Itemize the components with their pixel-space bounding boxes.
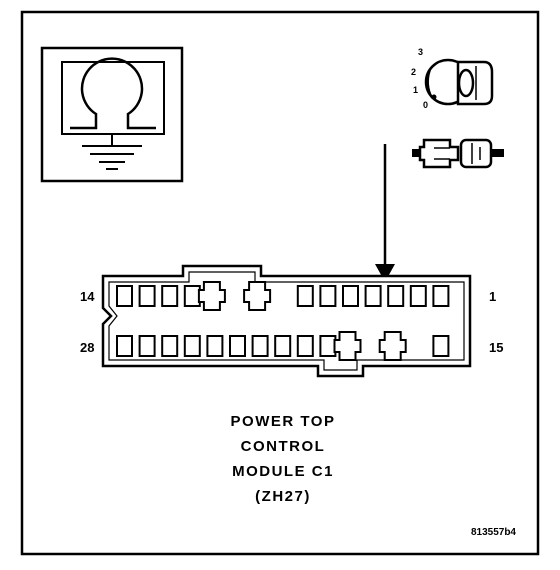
caption-line-4: (ZH27)	[255, 488, 311, 505]
pin-cavity	[183, 285, 201, 307]
pin-cavity	[432, 285, 450, 307]
pin-cavity	[116, 335, 133, 357]
pin-cavity	[296, 335, 314, 357]
key-position-2: 2	[411, 67, 416, 77]
pin-cavity	[364, 285, 382, 307]
pin-cavity	[161, 335, 179, 357]
pin-cavity	[387, 285, 405, 307]
caption-line-2: CONTROL	[241, 438, 326, 455]
pin-label-top-right: 1	[489, 289, 496, 304]
connector-key-cavity	[333, 331, 362, 361]
pin-cavity	[183, 335, 201, 357]
key-position-1: 1	[413, 85, 418, 95]
pin-cavity	[161, 285, 179, 307]
connector-key-cavity	[197, 281, 226, 311]
pin-label-bottom-right: 15	[489, 340, 503, 355]
pin-label-top-left: 14	[80, 289, 95, 304]
pin-cavity	[319, 335, 337, 357]
meter-ground-icon	[40, 46, 184, 183]
pin-cavity	[342, 285, 359, 307]
pin-cavity	[229, 335, 246, 357]
pin-cavity	[251, 335, 269, 357]
disconnected-connector-icon	[412, 138, 504, 169]
pin-label-bottom-left: 28	[80, 340, 94, 355]
diagram-frame	[20, 10, 540, 556]
pin-cavity	[296, 285, 314, 307]
caption-line-1: POWER TOP	[231, 413, 336, 430]
caption-line-3: MODULE C1	[232, 463, 334, 480]
connector-pins	[116, 281, 450, 361]
key-position-3: 3	[418, 47, 423, 57]
pin-cavity	[206, 335, 224, 357]
figure-id: 813557b4	[471, 527, 516, 538]
pin-cavity	[274, 335, 292, 357]
pin-cavity	[138, 285, 156, 307]
probe-arrow	[375, 144, 395, 282]
connector-body	[101, 264, 472, 378]
pin-cavity	[319, 285, 337, 307]
ignition-key-icon: 3 2 1 0	[411, 47, 494, 110]
pin-cavity	[116, 285, 133, 307]
key-position-0: 0	[423, 100, 428, 110]
connector-key-cavity	[243, 281, 272, 311]
connector-key-cavity	[378, 331, 407, 361]
pin-cavity	[432, 335, 450, 357]
pin-cavity	[409, 285, 427, 307]
pin-cavity	[138, 335, 156, 357]
